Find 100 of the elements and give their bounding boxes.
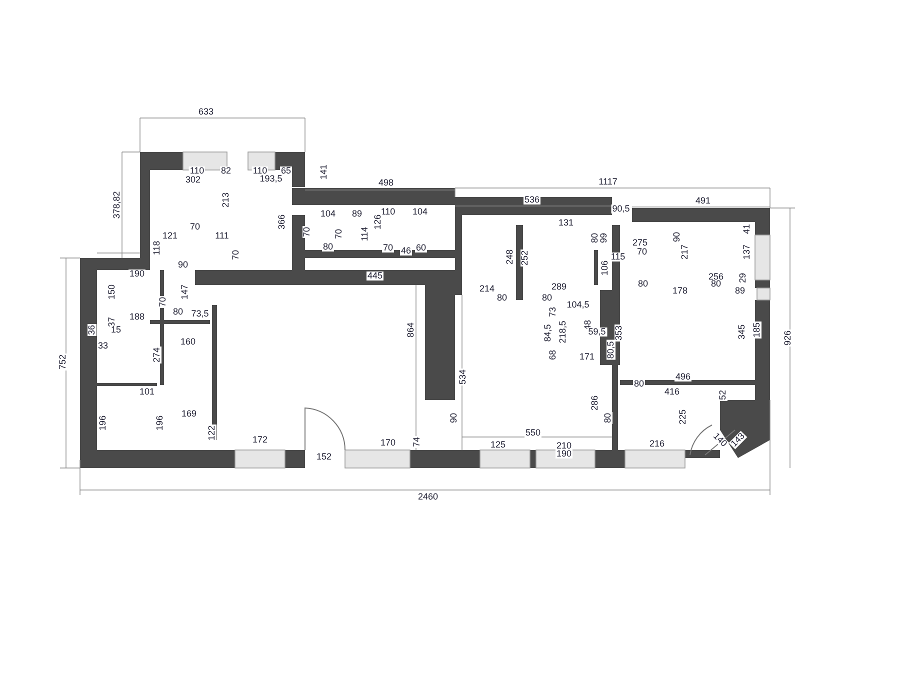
dimension-label: 131	[557, 218, 575, 228]
dimension-label: 70	[302, 226, 312, 238]
dimension-label: 41	[742, 223, 752, 235]
dimension-label: 110	[252, 166, 268, 176]
dimension-label: 289	[550, 282, 568, 292]
dimension-label: 214	[478, 284, 496, 294]
dimension-label: 82	[220, 166, 232, 176]
dimension-label: 1117	[598, 178, 618, 186]
dimension-label: 275	[631, 238, 649, 248]
dimension-label: 190	[555, 450, 573, 458]
dimension-label: 353	[614, 324, 624, 342]
dimension-label: 152	[315, 452, 333, 462]
dimension-label: 2460	[416, 492, 440, 502]
dimension-label: 104,5	[566, 300, 590, 310]
dimension-label: 84,5	[544, 323, 552, 343]
dimension-label: 926	[784, 329, 792, 347]
dimension-label: 125	[489, 440, 507, 450]
dimension-label: 633	[197, 108, 215, 116]
dimension-label: 171	[578, 352, 596, 362]
dimension-label: 534	[458, 368, 468, 386]
dimension-label: 445	[366, 272, 384, 280]
dimension-label: 90,5	[611, 204, 631, 214]
dimension-label: 80	[172, 308, 184, 316]
dimension-label: 80	[710, 280, 722, 288]
dimension-label: 33	[97, 342, 109, 350]
dimension-label: 101	[138, 388, 156, 396]
dimension-label: 70	[334, 228, 344, 240]
dimension-label: 104	[411, 208, 429, 216]
dimension-label: 74	[412, 436, 422, 448]
dimension-label: 52	[718, 389, 728, 401]
dimension-label: 213	[222, 191, 230, 209]
dimension-label: 193,5	[258, 174, 284, 184]
dimension-label: 141	[320, 163, 328, 181]
dimension-label: 217	[680, 243, 690, 261]
dimension-label: 170	[379, 438, 397, 448]
dimension-label: 550	[524, 428, 542, 438]
dimension-label: 65	[280, 166, 292, 176]
dimension-label: 15	[110, 326, 122, 334]
dimension-label: 302	[184, 176, 202, 184]
dimension-label: 80	[633, 380, 645, 388]
dimension-label: 114	[360, 226, 370, 242]
dimension-label: 99	[600, 232, 608, 244]
dimension-label: 491	[694, 196, 712, 206]
dimension-label: 137	[742, 243, 752, 261]
dimension-label: 160	[179, 338, 197, 346]
dimension-label: 752	[58, 353, 68, 371]
dimension-label: 248	[506, 248, 514, 266]
dimension-label: 366	[278, 213, 286, 231]
dimension-label: 111	[214, 232, 230, 240]
dimension-label: 36	[88, 324, 96, 336]
dimension-label: 80,5	[606, 340, 616, 360]
dimension-label: 70	[158, 296, 168, 308]
dimension-label: 59,5	[587, 328, 607, 336]
dimension-label: 126	[374, 213, 382, 231]
dimension-label: 210	[555, 442, 573, 450]
dimension-label: 80	[604, 412, 612, 424]
dimension-label: 225	[678, 408, 688, 426]
dimension-label: 185	[752, 321, 762, 339]
dimension-label: 89	[351, 210, 363, 218]
dimension-label: 80	[541, 294, 553, 302]
dimension-label: 286	[590, 394, 600, 412]
dimension-label: 90	[177, 260, 189, 270]
dimension-label: 121	[161, 232, 179, 240]
dimension-label: 80	[637, 280, 649, 288]
dimension-label: 115	[610, 252, 626, 262]
dimension-label: 190	[128, 270, 146, 278]
dimension-label: 216	[648, 440, 666, 448]
dimension-label: 70	[189, 222, 201, 232]
dimension-label: 46	[400, 246, 412, 256]
dimension-label: 416	[663, 388, 681, 396]
dimension-label: 89	[734, 286, 746, 296]
dimension-label: 172	[251, 436, 269, 444]
dimension-label: 90	[450, 412, 458, 424]
dimension-label: 256	[707, 272, 725, 282]
dimension-label: 80	[496, 294, 508, 302]
dimension-label: 70	[636, 248, 648, 256]
dimension-label: 150	[108, 283, 116, 301]
dimension-label: 864	[406, 321, 416, 339]
dimension-label: 90	[672, 231, 682, 243]
dimension-label: 70	[232, 249, 240, 261]
dimension-label: 252	[520, 249, 530, 267]
dimension-label: 378,82	[112, 190, 122, 220]
dimension-label: 274	[152, 346, 162, 364]
dimension-label: 110	[188, 166, 206, 176]
dimension-label: 68	[548, 349, 558, 361]
dimension-label: 218,5	[558, 320, 568, 344]
dimension-label: 60	[415, 244, 427, 252]
dimension-label: 178	[671, 286, 689, 296]
dimension-label: 498	[377, 178, 395, 188]
dimension-label: 536	[523, 196, 541, 204]
dimension-label: 196	[98, 414, 108, 432]
dimension-label: 80	[590, 232, 600, 244]
dimension-label: 104	[319, 210, 337, 218]
dimension-label: 106	[600, 259, 610, 277]
dimension-label: 110	[380, 208, 396, 216]
dimension-label: 73	[548, 306, 558, 318]
dimension-label: 118	[152, 240, 162, 256]
dimension-label: 169	[180, 410, 198, 418]
dimension-label: 70	[382, 244, 394, 252]
dimension-label: 188	[128, 312, 146, 322]
